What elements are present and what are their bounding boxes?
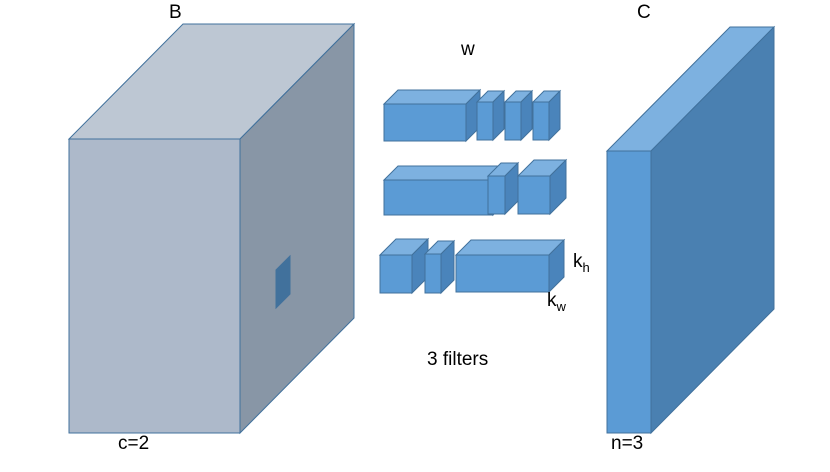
filter-block [382,88,482,143]
receptive-field-patch [275,254,291,310]
filter-block-front [383,179,494,216]
tensor-c [605,25,776,435]
tensor-b [67,22,356,435]
filter-block [475,89,506,142]
filter-block-front [455,254,550,293]
kernel-width-label: kw [547,290,567,314]
filter-block [516,158,568,216]
filter-row-2 [382,158,568,217]
filter-block-front [379,254,413,294]
filter-block-top [454,239,566,256]
kernel-width-sub: w [556,299,567,314]
kernel-width-main: k [547,290,557,311]
filter-block-front [487,175,506,215]
channels-label: c=2 [118,433,149,454]
num-filters-label: n=3 [611,433,643,454]
kernel-height-sub: h [583,260,590,275]
filters-count-label: 3 filters [427,349,488,370]
tensor-c-label: C [637,2,651,23]
tensor-c-front-face [606,150,652,434]
filters-group [378,88,568,295]
filter-block [454,238,566,294]
kernel-height-main: k [573,251,583,272]
filter-block-front [383,103,467,142]
filter-block [378,237,430,295]
filter-block-top [382,89,482,105]
tensor-b-label: B [169,2,182,23]
filter-block-front [424,253,442,294]
filter-block-front [517,175,551,215]
filter-row-3 [378,237,566,295]
filter-block-front [504,101,522,141]
filter-block [423,239,456,295]
filter-block [503,89,534,142]
filter-block [486,161,520,216]
filter-block-front [532,101,550,141]
tensor-b-front-face [68,138,241,434]
filter-block [531,89,562,142]
filter-block-front [476,101,494,141]
kernel-height-label: kh [573,251,590,275]
filter-row-1 [382,88,562,143]
filter-width-label: w [460,39,475,60]
